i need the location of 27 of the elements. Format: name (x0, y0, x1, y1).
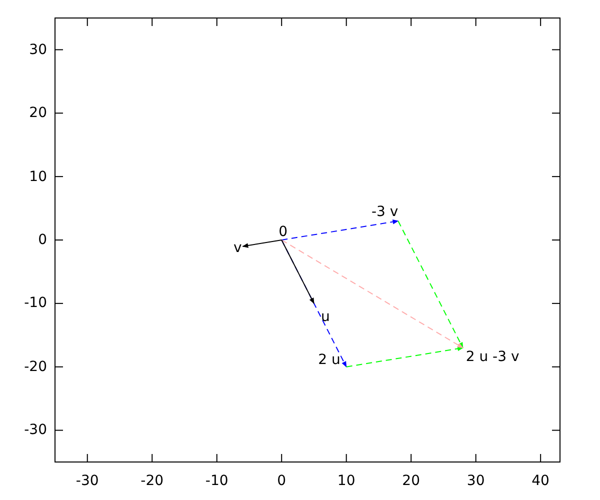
tick-label: 10 (336, 473, 356, 489)
point-label: 2 u (316, 352, 340, 367)
tick-label: 20 (29, 105, 47, 122)
tick-label: -20 (140, 473, 165, 489)
tick-label: 20 (401, 473, 421, 489)
tick-label: -10 (24, 295, 47, 312)
vector-arrow (398, 220, 464, 348)
point-label: 2 u -3 v (466, 350, 526, 364)
vector-arrow (281, 240, 464, 348)
tick-label: -30 (74, 473, 100, 489)
tick-label: 30 (29, 42, 47, 58)
tick-label: 0 (38, 232, 47, 248)
tick-label: -10 (204, 473, 230, 489)
point-label: 0 (276, 225, 288, 239)
tick-label: 30 (466, 473, 486, 489)
point-label: v (230, 241, 242, 256)
vector-arrow (281, 240, 314, 304)
tick-label: 10 (29, 168, 47, 185)
point-label: u (320, 310, 333, 324)
vector-arrow (242, 240, 282, 248)
tick-label: -20 (24, 358, 47, 375)
tick-label: -30 (24, 422, 47, 438)
vector-arrow (346, 346, 464, 368)
tick-label: 40 (530, 473, 550, 489)
point-label: -3 v (368, 204, 398, 219)
tick-label: 0 (276, 473, 288, 489)
vector-arrow (281, 219, 399, 240)
